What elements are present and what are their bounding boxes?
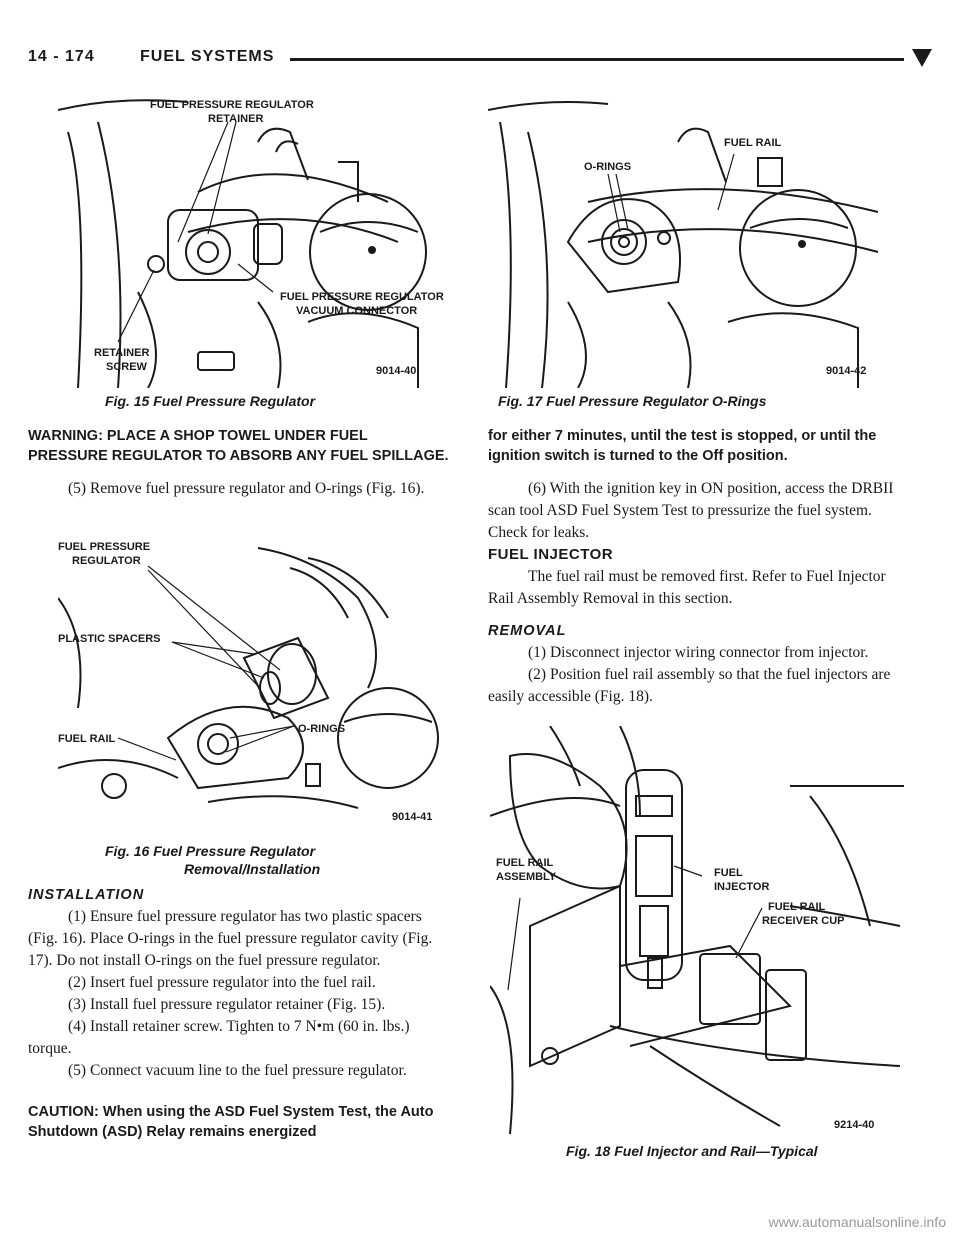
footer-watermark: www.automanualsonline.info	[768, 1214, 946, 1230]
fig17-label-orings: O-RINGS	[584, 161, 631, 173]
section-title: FUEL SYSTEMS	[140, 48, 275, 65]
caution-text: CAUTION: When using the ASD Fuel System …	[28, 1104, 434, 1140]
fig18-label-assembly: ASSEMBLY	[496, 871, 557, 883]
figure-18-caption: Fig. 18 Fuel Injector and Rail—Typical	[566, 1143, 818, 1159]
figure-17-caption: Fig. 17 Fuel Pressure Regulator O-Rings	[498, 393, 767, 409]
fig18-label-fuel-rail-2: FUEL RAIL	[768, 901, 826, 913]
figure-16-caption-line-1: Fig. 16 Fuel Pressure Regulator	[105, 843, 316, 859]
fig16-label-fuel-pressure: FUEL PRESSURE	[58, 541, 150, 553]
caution-continued: for either 7 minutes, until the test is …	[488, 428, 877, 464]
fig18-label-fuel-rail-1: FUEL RAIL	[496, 857, 554, 869]
triangle-icon	[912, 49, 932, 67]
fig16-label-orings: O-RINGS	[298, 723, 345, 735]
fig15-label-vacuum-connector-1: FUEL PRESSURE REGULATOR	[280, 291, 444, 303]
figure-18-illustration: FUEL RAIL ASSEMBLY FUEL INJECTOR FUEL RA…	[490, 726, 904, 1134]
fig16-label-plastic-spacers: PLASTIC SPACERS	[58, 633, 160, 645]
figure-16-caption-line-2: Removal/Installation	[184, 861, 321, 877]
fuel-injector-intro: The fuel rail must be removed first. Ref…	[488, 568, 886, 607]
figure-15-caption: Fig. 15 Fuel Pressure Regulator	[105, 393, 316, 409]
install-step-1: (1) Ensure fuel pressure regulator has t…	[28, 908, 433, 969]
right-column: for either 7 minutes, until the test is …	[488, 426, 908, 708]
figure-16-illustration: FUEL PRESSURE REGULATOR PLASTIC SPACERS …	[58, 538, 450, 828]
fuel-injector-heading: FUEL INJECTOR	[488, 546, 614, 563]
step-5-remove: (5) Remove fuel pressure regulator and O…	[68, 480, 425, 497]
removal-heading: REMOVAL	[488, 623, 567, 639]
removal-step-2: (2) Position fuel rail assembly so that …	[488, 666, 891, 705]
install-step-4: (4) Install retainer screw. Tighten to 7…	[28, 1018, 410, 1057]
fig15-label-retainer-screw-2: SCREW	[106, 361, 148, 373]
fig16-label-regulator: REGULATOR	[72, 555, 141, 567]
header-rule	[290, 58, 904, 61]
left-column-bottom: INSTALLATION (1) Ensure fuel pressure re…	[28, 884, 450, 1142]
page-number: 14 - 174	[28, 48, 95, 65]
install-step-5: (5) Connect vacuum line to the fuel pres…	[68, 1062, 407, 1079]
fig15-label-regulator-retainer-2: RETAINER	[208, 113, 263, 125]
installation-heading: INSTALLATION	[28, 887, 145, 903]
fig17-label-fuel-rail: FUEL RAIL	[724, 137, 782, 149]
figure-15-illustration: FUEL PRESSURE REGULATOR RETAINER FUEL PR…	[58, 92, 458, 388]
fig16-label-fuel-rail: FUEL RAIL	[58, 733, 116, 745]
fig16-code: 9014-41	[392, 811, 432, 823]
step-6-test: (6) With the ignition key in ON position…	[488, 480, 894, 541]
install-step-3: (3) Install fuel pressure regulator reta…	[68, 996, 386, 1013]
fig18-label-injector: INJECTOR	[714, 881, 769, 893]
fig18-code: 9214-40	[834, 1119, 874, 1131]
fig18-label-fuel: FUEL	[714, 867, 743, 879]
fig15-label-regulator-retainer-1: FUEL PRESSURE REGULATOR	[150, 99, 314, 111]
fig15-code: 9014-40	[376, 365, 416, 377]
fig15-label-retainer-screw-1: RETAINER	[94, 347, 149, 359]
fig17-code: 9014-42	[826, 365, 866, 377]
figure-17-illustration: O-RINGS FUEL RAIL 9014-42	[488, 92, 902, 388]
warning-text: WARNING: PLACE A SHOP TOWEL UNDER FUEL P…	[28, 428, 449, 464]
fig18-label-receiver-cup: RECEIVER CUP	[762, 915, 845, 927]
fig15-label-vacuum-connector-2: VACUUM CONNECTOR	[296, 305, 417, 317]
removal-step-1: (1) Disconnect injector wiring connector…	[528, 644, 869, 661]
install-step-2: (2) Insert fuel pressure regulator into …	[68, 974, 376, 991]
page-header: 14 - 174 FUEL SYSTEMS	[28, 46, 934, 76]
left-column-top: WARNING: PLACE A SHOP TOWEL UNDER FUEL P…	[28, 426, 450, 500]
